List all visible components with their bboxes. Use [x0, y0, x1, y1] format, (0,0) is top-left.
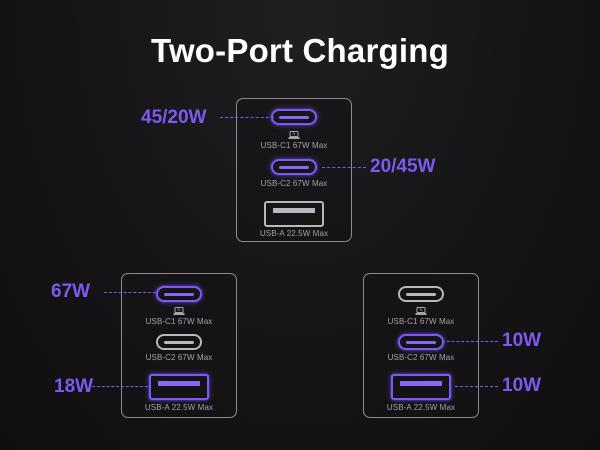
output-top-c1: 45/20W: [141, 107, 207, 128]
connector-bottom-right-c2: [442, 341, 498, 342]
output-bottom-right-c2: 10W: [502, 330, 542, 351]
usb-c2-port: [398, 334, 444, 350]
usb-c1-port: [156, 286, 202, 302]
page-title: Two-Port Charging: [151, 32, 449, 69]
connector-bottom-left-a: [92, 386, 148, 387]
output-bottom-left-c1: 67W: [51, 281, 91, 302]
usb-c1-label: USB-C1 67W Max: [387, 317, 455, 326]
output-bottom-right-a: 10W: [502, 375, 542, 396]
connector-top-c2: [322, 167, 366, 168]
connector-bottom-right-a: [455, 386, 498, 387]
usb-a-label: USB-A 22.5W Max: [259, 229, 329, 238]
usb-a-label: USB-A 22.5W Max: [144, 403, 214, 412]
usb-a-port: [264, 201, 324, 227]
output-top-c2: 20/45W: [370, 156, 436, 177]
usb-c1-label: USB-C1 67W Max: [145, 317, 213, 326]
usb-a-port: [391, 374, 451, 400]
output-bottom-left-a: 18W: [54, 376, 94, 397]
laptop-charging-icon: ϟ: [415, 307, 427, 315]
laptop-charging-icon: ϟ: [173, 307, 185, 315]
connector-top-c1: [220, 117, 274, 118]
usb-a-label: USB-A 22.5W Max: [386, 403, 456, 412]
usb-c2-port: [271, 159, 317, 175]
usb-c2-label: USB-C2 67W Max: [260, 179, 328, 188]
laptop-charging-icon: ϟ: [288, 131, 300, 139]
usb-c2-port: [156, 334, 202, 350]
usb-c2-label: USB-C2 67W Max: [145, 353, 213, 362]
usb-c1-port: [398, 286, 444, 302]
usb-c2-label: USB-C2 67W Max: [387, 353, 455, 362]
charger-panel-top: ϟ USB-C1 67W Max USB-C2 67W Max USB-A 22…: [236, 98, 352, 242]
charger-panel-bottom-right: ϟ USB-C1 67W Max USB-C2 67W Max USB-A 22…: [363, 273, 479, 418]
usb-c1-port: [271, 109, 317, 125]
usb-c1-label: USB-C1 67W Max: [260, 141, 328, 150]
charger-panel-bottom-left: ϟ USB-C1 67W Max USB-C2 67W Max USB-A 22…: [121, 273, 237, 418]
connector-bottom-left-c1: [104, 292, 156, 293]
usb-a-port: [149, 374, 209, 400]
